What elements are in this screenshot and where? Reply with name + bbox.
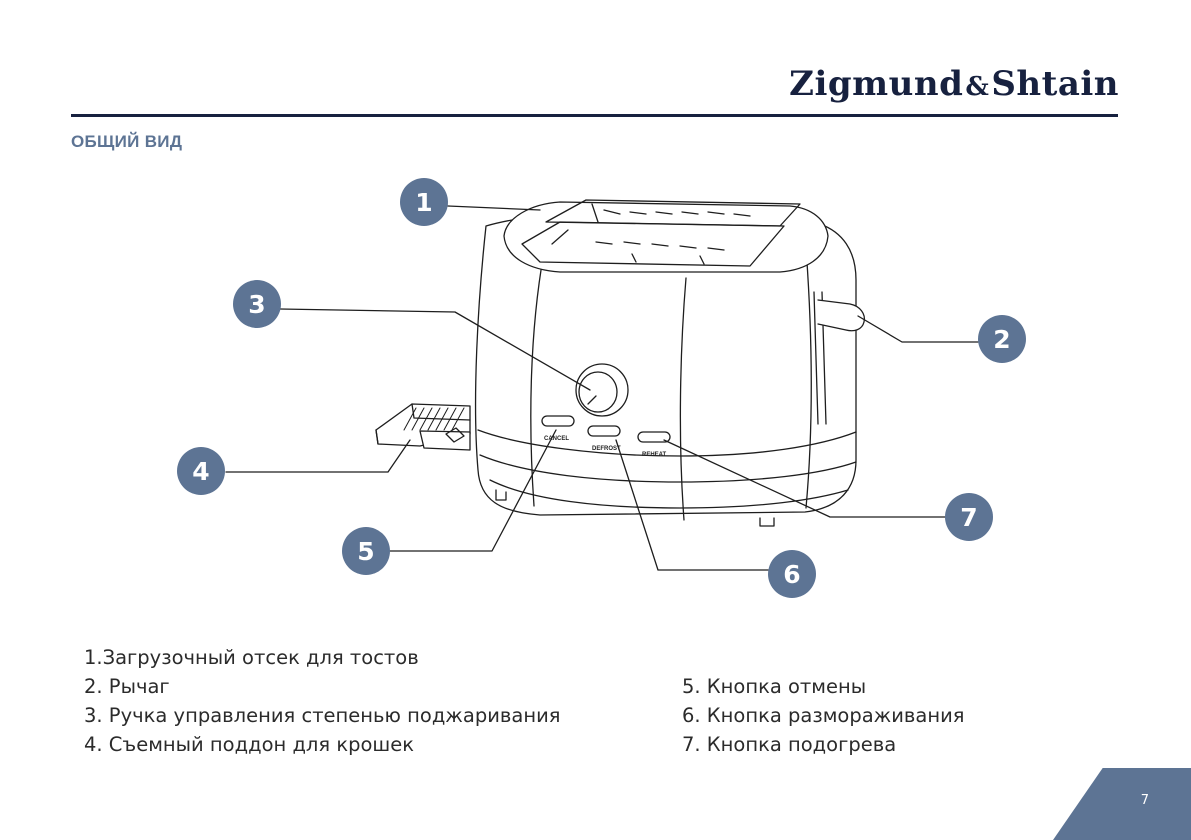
callout-6-number: 6 [783,560,800,589]
callout-1: 1 [400,178,448,226]
legend-item: 6. Кнопка размораживания [682,701,965,730]
callout-3-number: 3 [248,290,265,319]
callout-7: 7 [945,493,993,541]
callout-5: 5 [342,527,390,575]
reheat-button-label: REHEAT [642,452,667,458]
legend-item: 3. Ручка управления степенью поджаривани… [84,701,560,730]
legend-item: 7. Кнопка подогрева [682,730,965,759]
legend-item: 5. Кнопка отмены [682,672,965,701]
callout-7-number: 7 [960,503,977,532]
callout-2-number: 2 [993,325,1010,354]
page-number: 7 [1141,793,1149,808]
bread-slot [504,200,828,272]
legend-left: 1.Загрузочный отсек для тостов 2. Рычаг … [84,643,560,759]
crumb-tray [376,404,470,450]
callout-5-number: 5 [357,537,374,566]
callout-2: 2 [978,315,1026,363]
callout-1-number: 1 [415,188,432,217]
defrost-button-label: DEFROST [592,446,621,452]
callout-4: 4 [177,447,225,495]
browning-knob [576,364,628,416]
callout-4-number: 4 [192,457,209,486]
cancel-button-shape [542,416,574,426]
legend-item: 2. Рычаг [84,672,560,701]
legend-item: 1.Загрузочный отсек для тостов [84,643,560,672]
legend-item: 4. Съемный поддон для крошек [84,730,560,759]
callout-3: 3 [233,280,281,328]
cancel-button-label: CANCEL [544,436,569,442]
callout-6: 6 [768,550,816,598]
defrost-button-shape [588,426,620,436]
legend-right: 5. Кнопка отмены 6. Кнопка размораживани… [682,672,965,759]
